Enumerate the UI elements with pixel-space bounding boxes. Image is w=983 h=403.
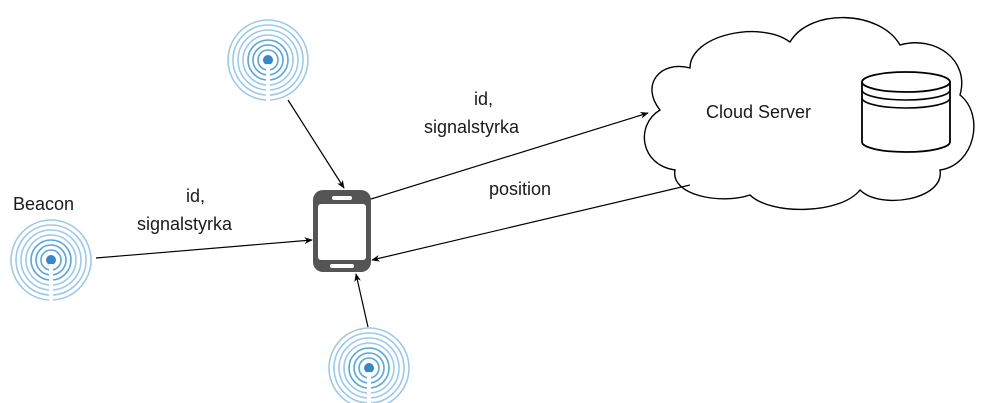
position-label: position: [489, 179, 551, 199]
edge-top-beacon-to-phone: [287, 99, 345, 189]
beacon-icon: [328, 327, 410, 403]
left-edge-label-line2: signalstyrka: [137, 214, 233, 234]
edge-left-beacon-to-phone: [95, 237, 313, 259]
beacon-label: Beacon: [13, 194, 74, 214]
cloud-server-label: Cloud Server: [706, 102, 811, 122]
top-edge-label-line2: signalstyrka: [424, 117, 520, 137]
beacon-icon: [227, 19, 309, 103]
edge-phone-to-cloud: [370, 112, 649, 200]
edge-bottom-beacon-to-phone: [354, 273, 369, 328]
database-icon: [861, 71, 951, 153]
cloud-icon: [643, 16, 975, 211]
beacon-icon: [10, 219, 92, 303]
edge-cloud-to-phone: [371, 184, 691, 262]
smartphone-icon: [313, 190, 371, 272]
top-edge-label-line1: id,: [474, 89, 493, 109]
left-edge-label-line1: id,: [186, 186, 205, 206]
